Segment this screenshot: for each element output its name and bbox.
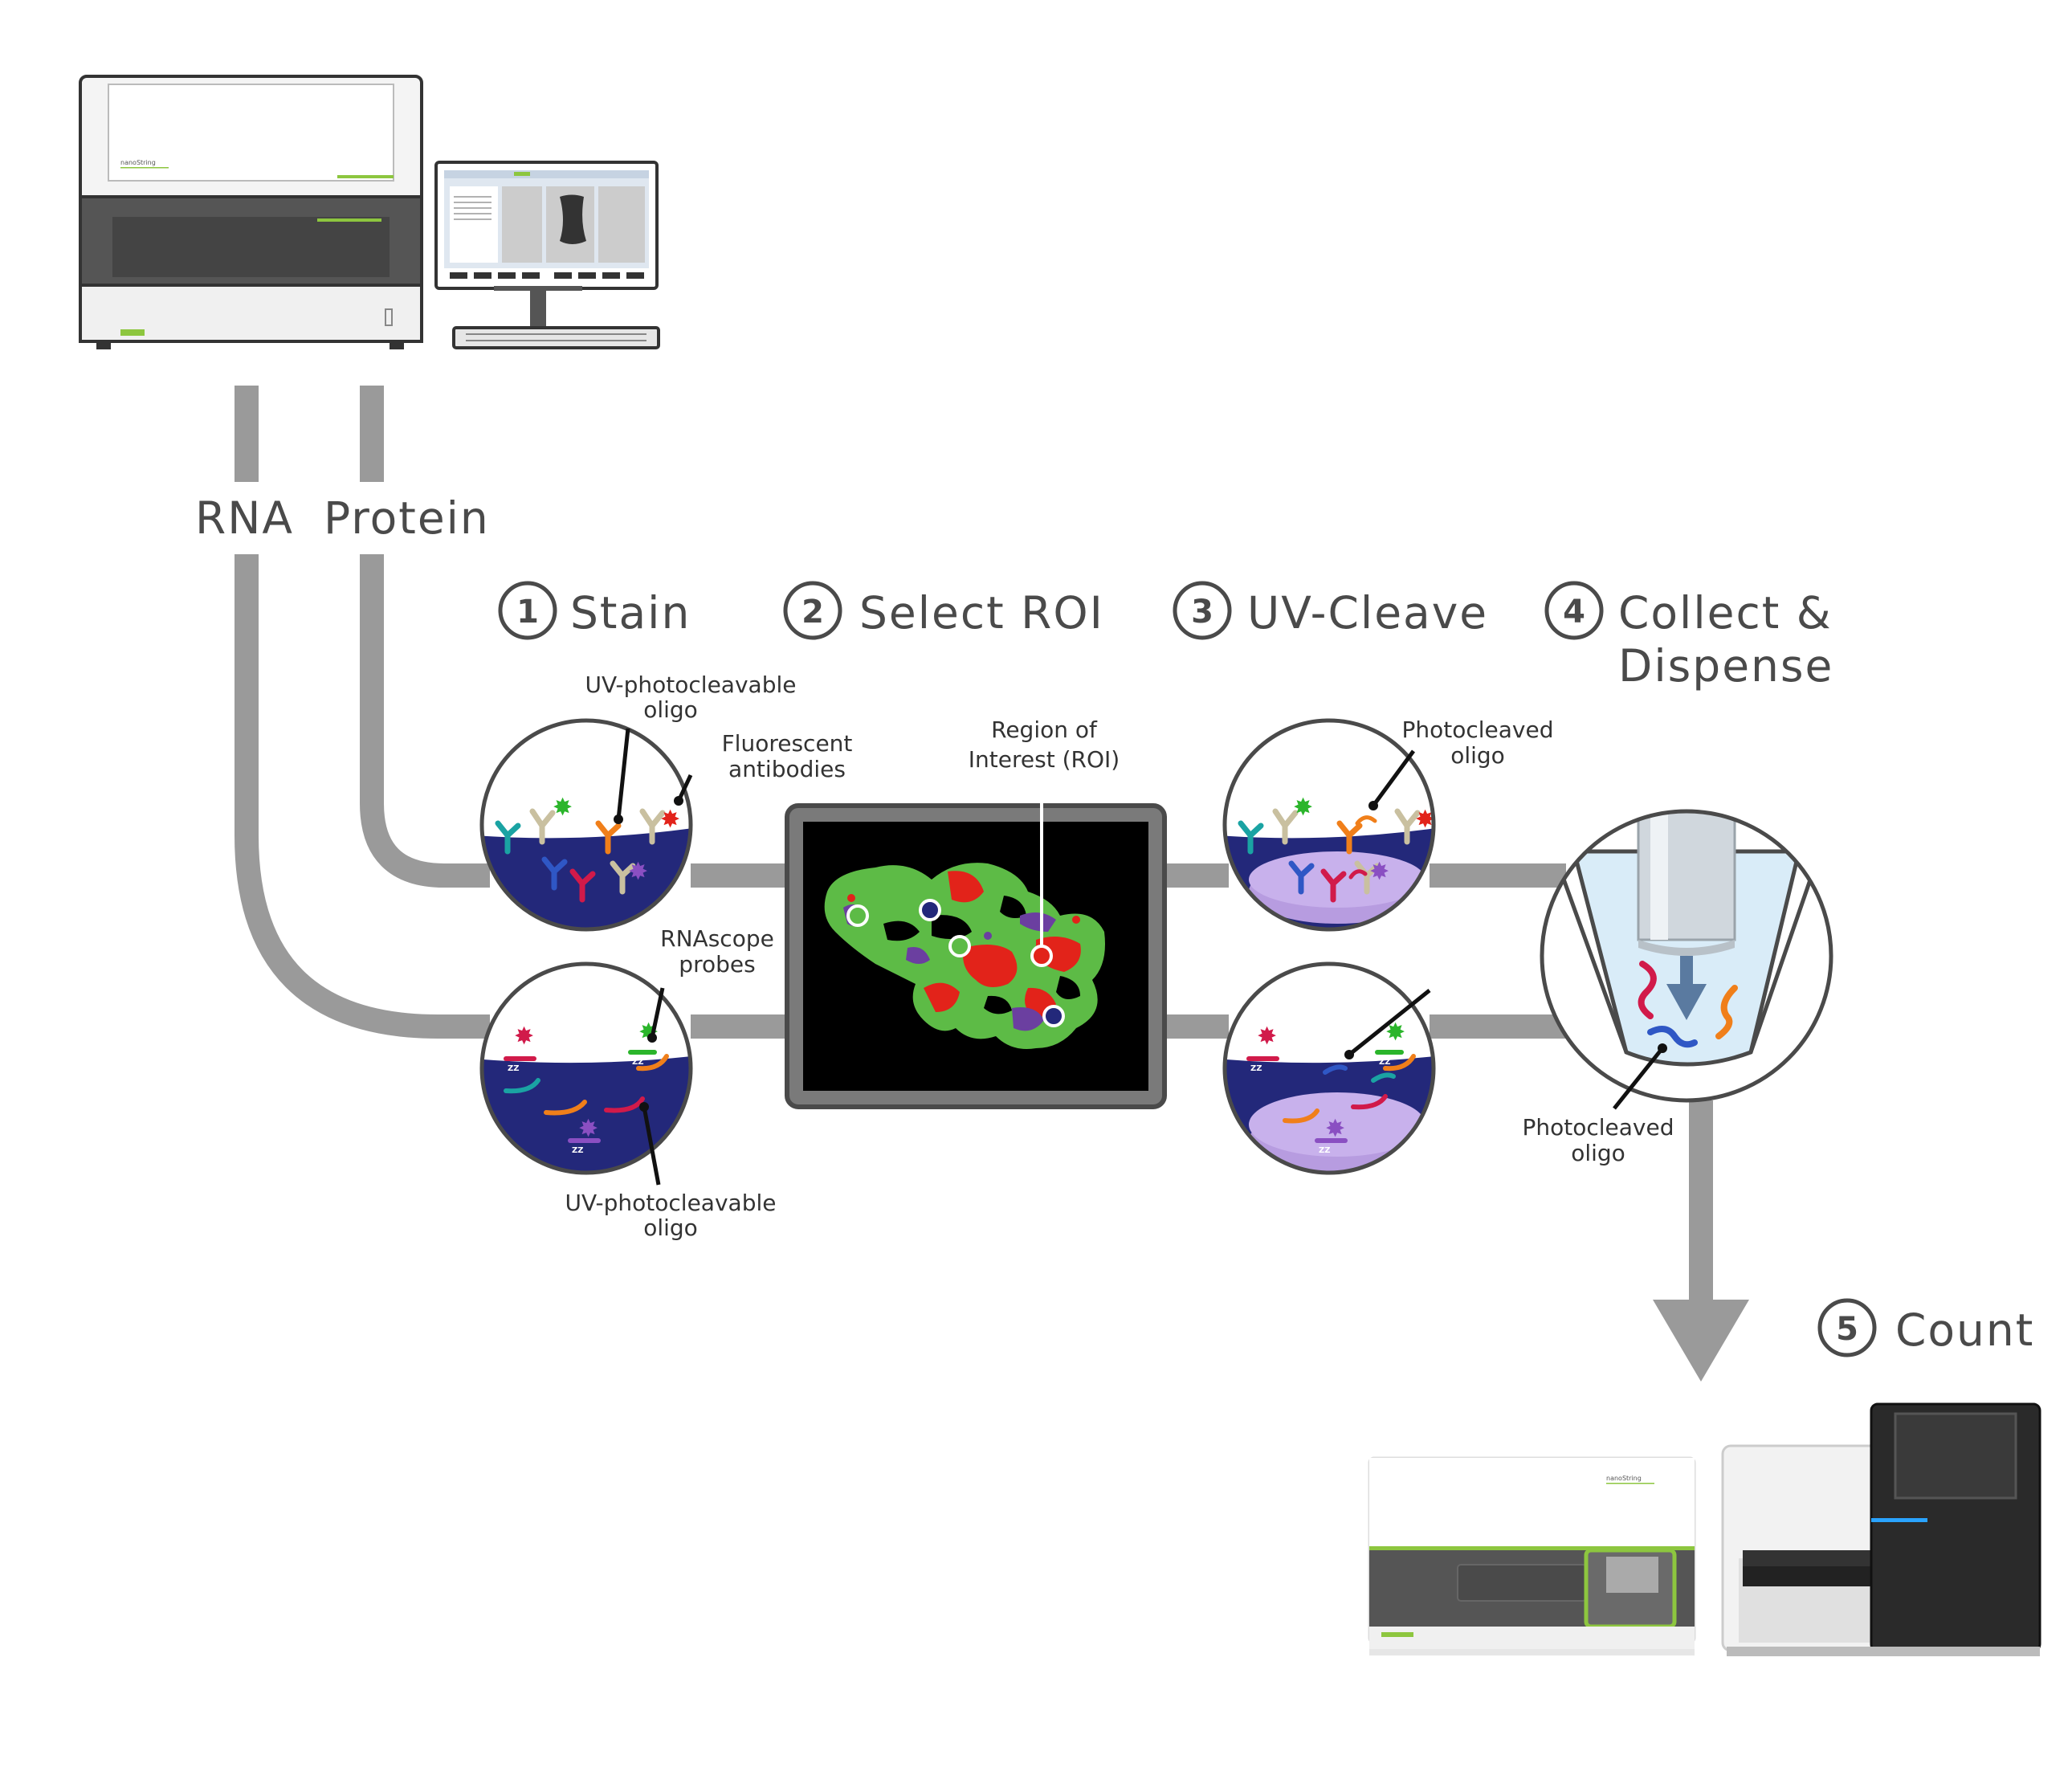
- uv-oligo-top-label-2: oligo: [643, 696, 698, 723]
- roi-screen: [785, 775, 1167, 1109]
- photocleaved-top-leader: [1371, 749, 1416, 807]
- step-2-title: Select ROI: [859, 587, 1104, 639]
- step-3-number: 3: [1191, 594, 1213, 631]
- protein-stain-well: ✸ ✸ ✸: [479, 718, 693, 932]
- svg-text:✸: ✸: [553, 794, 573, 822]
- step-1-number: 1: [516, 594, 539, 631]
- step-3-heading: 3 UV-Cleave: [1173, 581, 1488, 640]
- svg-text:ZZ: ZZ: [1379, 1058, 1391, 1067]
- rna-stain-well: ZZ ZZ ZZ ✸ ✸ ✸: [479, 961, 693, 1186]
- step-5-title: Count: [1895, 1304, 2034, 1356]
- rna-label: RNA: [195, 492, 294, 544]
- svg-text:✸: ✸: [1257, 1023, 1277, 1051]
- flow-paths: [235, 386, 1713, 1301]
- pipette-tip-icon: [1637, 811, 1736, 956]
- svg-text:✸: ✸: [1293, 794, 1313, 822]
- photocleaved-top-label-2: oligo: [1450, 742, 1505, 769]
- svg-text:ZZ: ZZ: [1319, 1146, 1331, 1155]
- svg-text:ZZ: ZZ: [632, 1058, 644, 1067]
- uv-oligo-bottom-leader: [642, 1106, 661, 1186]
- photocleaved-bottom-label-2: oligo: [1571, 1140, 1625, 1166]
- uv-cleave-well-protein: ✸ ✸ ✸: [1222, 718, 1436, 932]
- brand-logo-top: nanoString: [120, 159, 156, 166]
- uv-oligo-bottom-label-1: UV-photocleavable: [565, 1190, 777, 1216]
- dsp-instrument-icon: nanoString: [79, 75, 423, 349]
- photocleaved-top-label-1: Photocleaved: [1402, 716, 1554, 743]
- svg-text:✸: ✸: [1369, 858, 1389, 886]
- svg-text:ZZ: ZZ: [1250, 1064, 1262, 1073]
- step-3-title: UV-Cleave: [1247, 587, 1488, 639]
- step-2-number: 2: [801, 594, 824, 631]
- photocleaved-rna-leader: [1348, 989, 1431, 1056]
- svg-text:ZZ: ZZ: [508, 1064, 520, 1073]
- ncounter-instrument-icon: nanoString: [1368, 1456, 1696, 1655]
- count-arrow-head: [1653, 1300, 1749, 1382]
- step-5-heading: 5 Count: [1817, 1298, 2034, 1357]
- protein-label: Protein: [324, 492, 490, 544]
- brand-logo-bottom: nanoString: [1606, 1475, 1642, 1482]
- keyboard-icon: [452, 326, 660, 349]
- roi-label-1: Region of: [991, 716, 1098, 743]
- photocleaved-bottom-label-1: Photocleaved: [1523, 1114, 1674, 1141]
- svg-text:✸: ✸: [660, 806, 680, 834]
- protein-path-lower: [360, 554, 490, 888]
- photocleaved-bottom-leader: [1613, 1047, 1664, 1110]
- step-1-heading: 1 Stain: [498, 581, 691, 640]
- roi-markers: [846, 899, 1065, 1027]
- step-1-title: Stain: [570, 587, 691, 639]
- roi-label-2: Interest (ROI): [969, 746, 1120, 773]
- svg-text:ZZ: ZZ: [572, 1146, 584, 1155]
- uv-oligo-top-label-1: UV-photocleavable: [585, 672, 797, 698]
- annotations: UV-photocleavable oligo Fluorescent anti…: [565, 672, 1674, 1241]
- fluorophore-stars: ✸ ✸ ✸: [553, 794, 680, 886]
- fluorescent-label-1: Fluorescent: [722, 730, 853, 757]
- rnascope-label-1: RNAscope: [660, 925, 774, 952]
- uv-oligo-top-leader: [616, 728, 630, 820]
- step-5-number: 5: [1836, 1311, 1858, 1348]
- rna-path-lower: [235, 554, 490, 1039]
- svg-text:✸: ✸: [1325, 1115, 1345, 1143]
- svg-text:✸: ✸: [628, 858, 648, 886]
- sequencer-icon: [1721, 1402, 2041, 1656]
- step-4-title-line1: Collect &: [1618, 587, 1833, 639]
- uv-oligo-bottom-label-2: oligo: [643, 1214, 698, 1241]
- fluorescent-label-2: antibodies: [728, 756, 846, 782]
- svg-text:✸: ✸: [1415, 806, 1435, 834]
- rnascope-leader: [650, 987, 665, 1039]
- svg-text:✸: ✸: [578, 1115, 598, 1143]
- svg-text:✸: ✸: [514, 1023, 534, 1051]
- antibody-icon: [495, 808, 666, 903]
- rnascope-label-2: probes: [679, 951, 755, 978]
- step-4-number: 4: [1563, 594, 1585, 631]
- probe-icon: [504, 1050, 669, 1143]
- collect-dispense-well: [1540, 809, 1833, 1110]
- workstation-monitor-icon: [434, 161, 659, 329]
- step-4-title-line2: Dispense: [1618, 640, 1833, 692]
- uv-cleave-well-rna: ZZ ZZ ZZ ✸ ✸ ✸: [1222, 961, 1436, 1175]
- step-2-heading: 2 Select ROI: [783, 581, 1104, 640]
- step-4-heading: 4 Collect & Dispense: [1544, 581, 1833, 692]
